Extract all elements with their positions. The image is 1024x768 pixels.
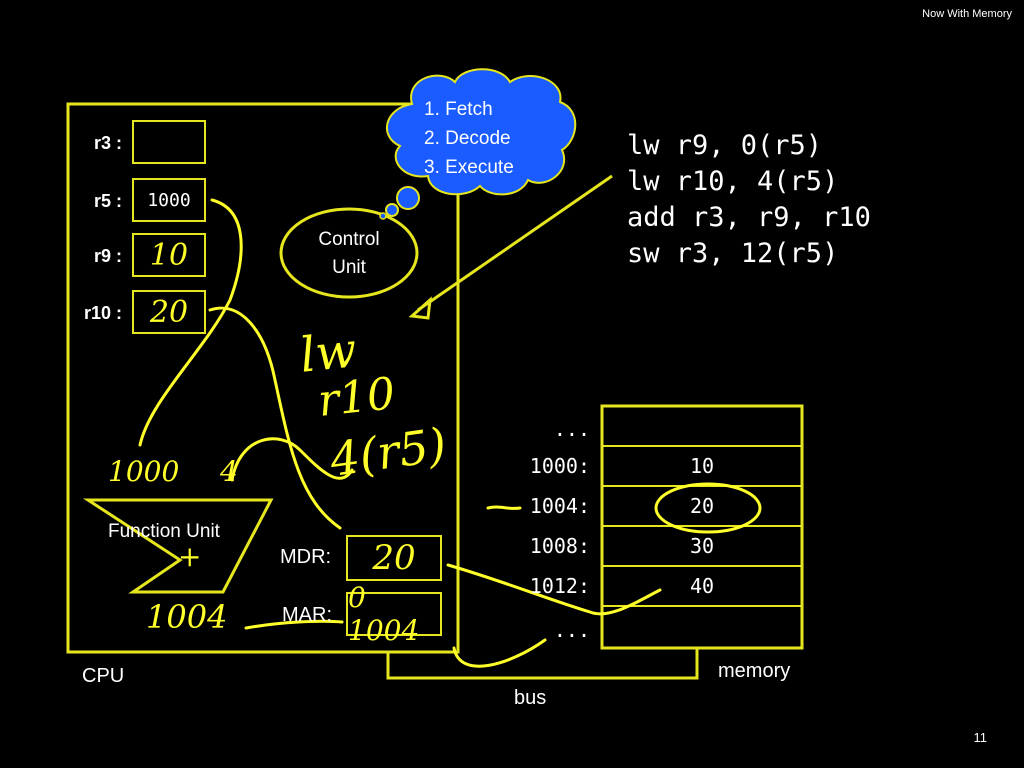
bus-line [386,648,699,680]
handwritten-reg: r10 [315,368,398,427]
function-unit-shape [82,498,274,594]
mar-register: 0 1004 [346,581,442,647]
control-unit-line2: Unit [332,257,366,278]
mdr-register: 20 [346,535,442,581]
memory-value-4: 40 [689,574,715,598]
memory-label: memory [718,660,791,682]
code-listing: lw r9, 0(r5) lw r10, 4(r5) add r3, r9, r… [627,128,871,272]
control-unit-line1: Control [318,229,380,250]
register-value-r5: 1000 [147,189,191,211]
function-output: 1004 [146,598,228,636]
function-input-a: 1000 [108,455,180,488]
register-r5: 1000 [132,178,206,222]
memory-addr-4: 1012: [529,574,590,598]
fetch-arrow [417,174,613,312]
step-decode: 2. Decode [424,128,511,149]
memory-addr-0: ... [553,417,590,441]
register-r9: 10 [132,233,206,277]
step-execute: 3. Execute [424,157,514,178]
register-label-r5: r5 : [93,191,122,211]
thought-cloud [379,68,577,220]
control-unit-ellipse [279,207,419,299]
register-value-r3 [134,122,204,162]
handwritten-wires [138,198,762,668]
memory-row-dividers [602,445,802,607]
function-op: + [178,540,202,573]
control-unit-label: Control Unit [289,226,409,282]
mdr-value: 20 [372,538,416,578]
code-line-4: sw r3, 12(r5) [627,238,839,269]
memory-value-2: 20 [689,494,715,518]
register-value-r9: 10 [149,237,189,273]
cpu-label: CPU [82,665,125,687]
memory-addr-5: ... [553,618,590,642]
register-label-r10: r10 : [83,303,122,323]
function-input-b: 4 [220,455,238,488]
mar-value: 0 1004 [348,581,420,647]
code-line-3: add r3, r9, r10 [627,202,871,233]
mdr-label: MDR: [280,546,332,568]
cpu-box [66,102,460,654]
memory-addr-2: 1004: [529,494,590,518]
memory-addr-1: 1000: [529,454,590,478]
register-value-r10: 20 [149,294,189,330]
memory-value-1: 10 [689,454,715,478]
mar-label: MAR: [282,604,332,626]
register-label-r9: r9 : [93,246,122,266]
register-r10: 20 [132,290,206,334]
register-r3 [132,120,206,164]
slide-title: Now With Memory [922,8,1012,20]
page-number: 11 [973,730,988,745]
code-line-2: lw r10, 4(r5) [627,166,839,197]
function-unit-label: Function Unit [108,521,220,542]
memory-addr-3: 1008: [529,534,590,558]
register-label-r3: r3 : [93,133,122,153]
bus-label: bus [514,687,547,709]
step-fetch: 1. Fetch [424,99,493,120]
code-line-1: lw r9, 0(r5) [627,130,823,161]
cloud-steps: 1. Fetch 2. Decode 3. Execute [424,95,514,182]
memory-value-3: 30 [689,534,715,558]
